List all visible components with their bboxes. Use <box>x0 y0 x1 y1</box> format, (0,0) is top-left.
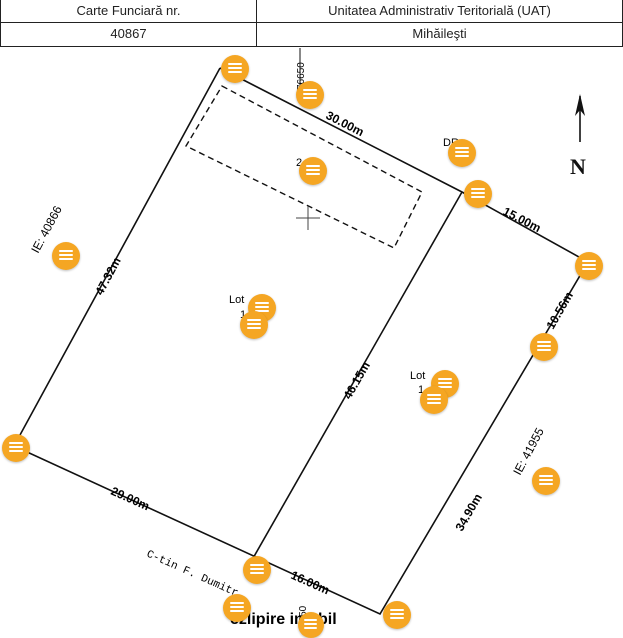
north-arrow-icon <box>575 94 585 142</box>
lot-divider <box>251 191 463 561</box>
building-outline-dashed <box>185 85 423 249</box>
lot2-sub-label: 1 <box>418 384 424 396</box>
crosshair-icon <box>296 206 320 230</box>
annotation-pin[interactable] <box>52 242 80 270</box>
header-uat-value: Mihăileşti <box>412 26 467 41</box>
header-divider-horizontal <box>1 22 622 23</box>
annotation-pin[interactable] <box>383 601 411 629</box>
dim-bottom-right-edge: 16.00m <box>289 568 332 597</box>
annotation-pin[interactable] <box>298 612 324 638</box>
annotation-pin[interactable] <box>243 556 271 584</box>
annotation-pin[interactable] <box>532 467 560 495</box>
annotation-pin[interactable] <box>296 81 324 109</box>
dim-right-top-edge: 15.00m <box>501 204 544 235</box>
street-label: C-tin F. Dumitr <box>144 549 239 600</box>
parcel-outline <box>12 67 590 616</box>
annotation-pin[interactable] <box>223 594 251 622</box>
header-table: Carte Funciară nr. Unitatea Administrati… <box>0 0 623 47</box>
dim-right-long-edge: 34.90m <box>452 491 484 533</box>
cadastral-top-label: 76650 <box>296 62 307 90</box>
north-label: N <box>570 154 586 179</box>
header-uat-label: Unitatea Administrativ Teritorială (UAT) <box>328 3 551 18</box>
dim-top-edge: 30.00m <box>324 108 367 139</box>
header-cf-label: Carte Funciară nr. <box>76 3 181 18</box>
annotation-pin[interactable] <box>530 333 558 361</box>
dim-bottom-left-edge: 29.00m <box>109 484 152 513</box>
header-divider-vertical <box>256 0 257 46</box>
annotation-pin[interactable] <box>448 139 476 167</box>
lot1-label: Lot <box>229 294 244 306</box>
inner-mark-label: 2 <box>296 157 302 169</box>
annotation-pin[interactable] <box>575 252 603 280</box>
dim-left-edge: 47.32m <box>92 255 123 298</box>
dim-right-short-edge: 10.56m <box>543 289 575 331</box>
annotation-pin[interactable] <box>464 180 492 208</box>
annotation-pin[interactable] <box>299 157 327 185</box>
dim-middle-edge: 46.15m <box>340 359 372 401</box>
annotation-pin[interactable] <box>2 434 30 462</box>
header-cf-value: 40867 <box>110 26 147 41</box>
annotation-pin[interactable] <box>240 311 268 339</box>
annotation-pin[interactable] <box>420 386 448 414</box>
lot2-label: Lot <box>410 370 425 382</box>
annotation-pin[interactable] <box>221 55 249 83</box>
